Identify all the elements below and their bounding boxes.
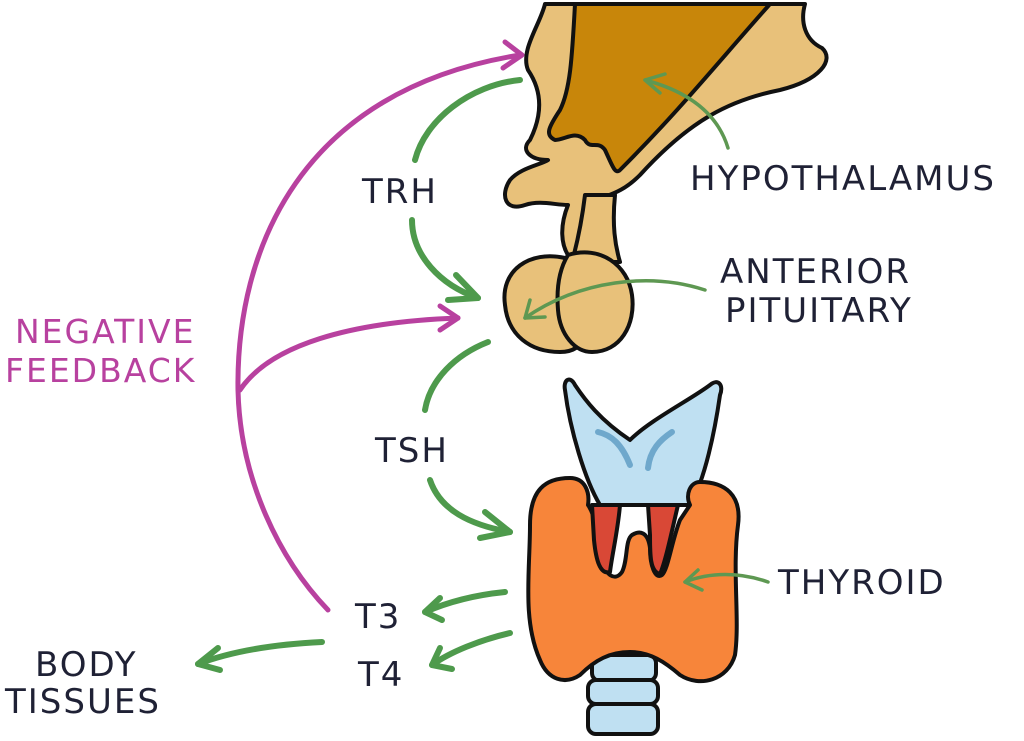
label-anterior: ANTERIOR bbox=[720, 252, 911, 292]
hypothalamus-pituitary-structure bbox=[502, 2, 829, 354]
trh-arrow-upper bbox=[412, 77, 523, 163]
labels: HYPOTHALAMUS ANTERIOR PITUITARY THYROID … bbox=[4, 159, 996, 722]
thyroid-pointer bbox=[683, 572, 770, 584]
pituitary-pointer-head bbox=[523, 298, 547, 320]
t4-arrowhead bbox=[429, 645, 455, 672]
feedback-pituitary-branch bbox=[237, 315, 461, 393]
label-t3: T3 bbox=[354, 597, 401, 637]
feedback-pituitary-head bbox=[437, 303, 461, 333]
trh-arrowhead bbox=[445, 272, 481, 303]
posterior-pituitary-lobe bbox=[555, 250, 635, 354]
label-tissues: TISSUES bbox=[4, 682, 161, 722]
body-tissues-arrowhead bbox=[195, 645, 223, 673]
green-arrows bbox=[195, 72, 770, 673]
trh-arrow-lower bbox=[409, 217, 481, 301]
label-t4: T4 bbox=[357, 655, 404, 695]
trachea-ring-2 bbox=[586, 678, 660, 706]
feedback-main-curve bbox=[235, 52, 523, 613]
label-trh: TRH bbox=[361, 172, 438, 212]
hypothalamus-region bbox=[547, 2, 772, 174]
label-hypothalamus: HYPOTHALAMUS bbox=[690, 159, 996, 199]
label-tsh: TSH bbox=[374, 431, 449, 471]
body-tissues-arrow bbox=[195, 639, 325, 667]
thyroid-structure bbox=[526, 377, 741, 736]
tsh-arrow-upper bbox=[422, 339, 491, 413]
label-negative: NEGATIVE bbox=[15, 312, 195, 351]
hypothalamus-pointer-head bbox=[643, 72, 667, 95]
muscle-right bbox=[646, 503, 680, 576]
cartilage-shading-right bbox=[645, 429, 675, 471]
label-thyroid: THYROID bbox=[777, 563, 946, 603]
pituitary-pointer bbox=[523, 279, 707, 320]
thyroid-cartilage bbox=[562, 377, 724, 507]
thyroid-pointer-head bbox=[683, 568, 704, 592]
label-feedback: FEEDBACK bbox=[5, 351, 196, 390]
label-pituitary: PITUITARY bbox=[725, 291, 913, 331]
t4-arrow bbox=[429, 630, 513, 668]
tsh-arrow-lower bbox=[427, 477, 513, 535]
thyroid-gland bbox=[526, 476, 741, 684]
negative-feedback-arrows bbox=[235, 39, 525, 613]
trachea-ring-3 bbox=[586, 702, 660, 736]
t3-arrowhead bbox=[422, 595, 445, 623]
hypothalamus-pointer bbox=[643, 78, 730, 150]
tsh-arrowhead bbox=[477, 509, 513, 541]
label-body: BODY bbox=[35, 645, 138, 685]
feedback-hypothalamus-head bbox=[500, 39, 525, 71]
pituitary-stalk bbox=[570, 193, 622, 264]
muscle-left bbox=[590, 503, 622, 575]
cartilage-shading-left bbox=[595, 429, 633, 468]
